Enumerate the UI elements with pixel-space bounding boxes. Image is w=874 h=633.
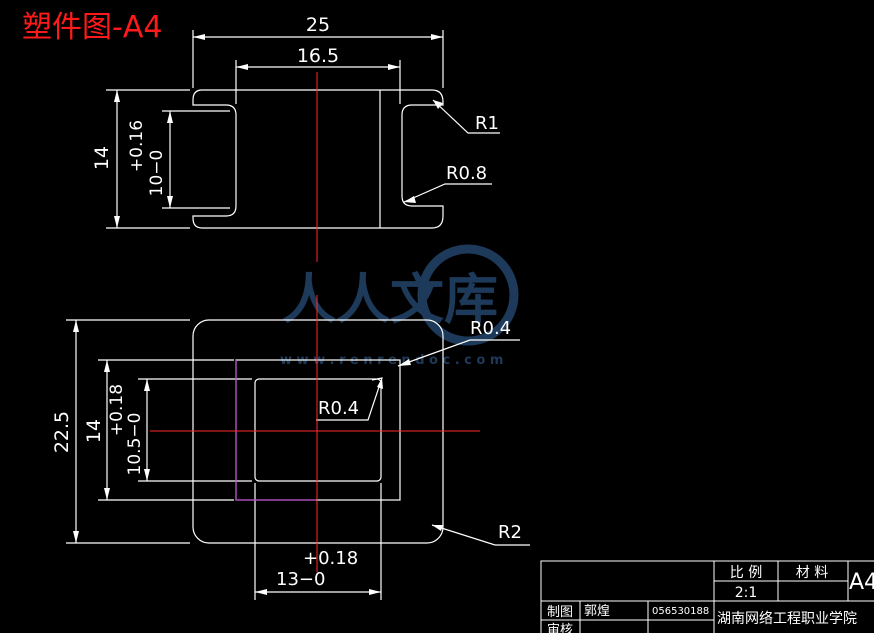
top-view-middle-frame	[235, 359, 401, 501]
dim-top-slot: 10.5−0	[125, 413, 145, 476]
dim-top-width-tol: +0.18	[303, 548, 358, 569]
radius-r04-slot: R0.4	[318, 398, 359, 419]
watermark-text: 人人文库	[282, 268, 498, 331]
leader-r08	[403, 183, 492, 203]
dim-top-width: 13−0	[276, 569, 325, 590]
center-lines	[150, 72, 480, 572]
front-view	[106, 30, 500, 229]
radius-r04-frame: R0.4	[470, 318, 511, 339]
watermark: 人人文库 w w w . r e n r e n d o c . c o m	[280, 244, 519, 368]
sheet-size: A4	[849, 570, 874, 595]
leader-r04-slot	[316, 377, 383, 421]
drawing-number: 056530188	[652, 606, 709, 617]
leader-r1	[432, 99, 500, 134]
dim-top-inner-height: 14	[83, 419, 105, 443]
front-view-outline	[192, 89, 444, 229]
leader-r2	[431, 524, 530, 546]
radius-r1: R1	[475, 113, 499, 134]
material-label: 材 料	[796, 565, 828, 581]
dim-top-slot-tol: +0.18	[107, 384, 127, 436]
check-label: 审核	[547, 623, 573, 633]
dim-top-height: 22.5	[51, 411, 73, 453]
top-view-slot	[254, 378, 382, 482]
radius-r08: R0.8	[446, 163, 487, 184]
school-name: 湖南网络工程职业学院	[717, 611, 857, 627]
scale-label: 比 例	[730, 565, 762, 581]
dim-front-inner-tol: +0.16	[127, 120, 147, 172]
drawing-title: 塑件图-A4	[22, 10, 163, 45]
dim-front-inner-height: 10−0	[147, 150, 167, 197]
drawn-by: 郭煌	[584, 603, 610, 619]
leader-r04-frame	[397, 339, 520, 367]
dim-front-inner: 16.5	[297, 45, 339, 67]
dim-front-height: 14	[91, 146, 113, 170]
dim-front-width: 25	[306, 14, 330, 36]
scale-value: 2:1	[735, 585, 758, 601]
drawn-label: 制图	[547, 605, 573, 620]
radius-r2: R2	[498, 522, 522, 543]
top-arrows	[73, 320, 443, 595]
title-block	[540, 560, 874, 633]
front-arrows	[114, 34, 443, 228]
hidden-line	[235, 360, 316, 501]
